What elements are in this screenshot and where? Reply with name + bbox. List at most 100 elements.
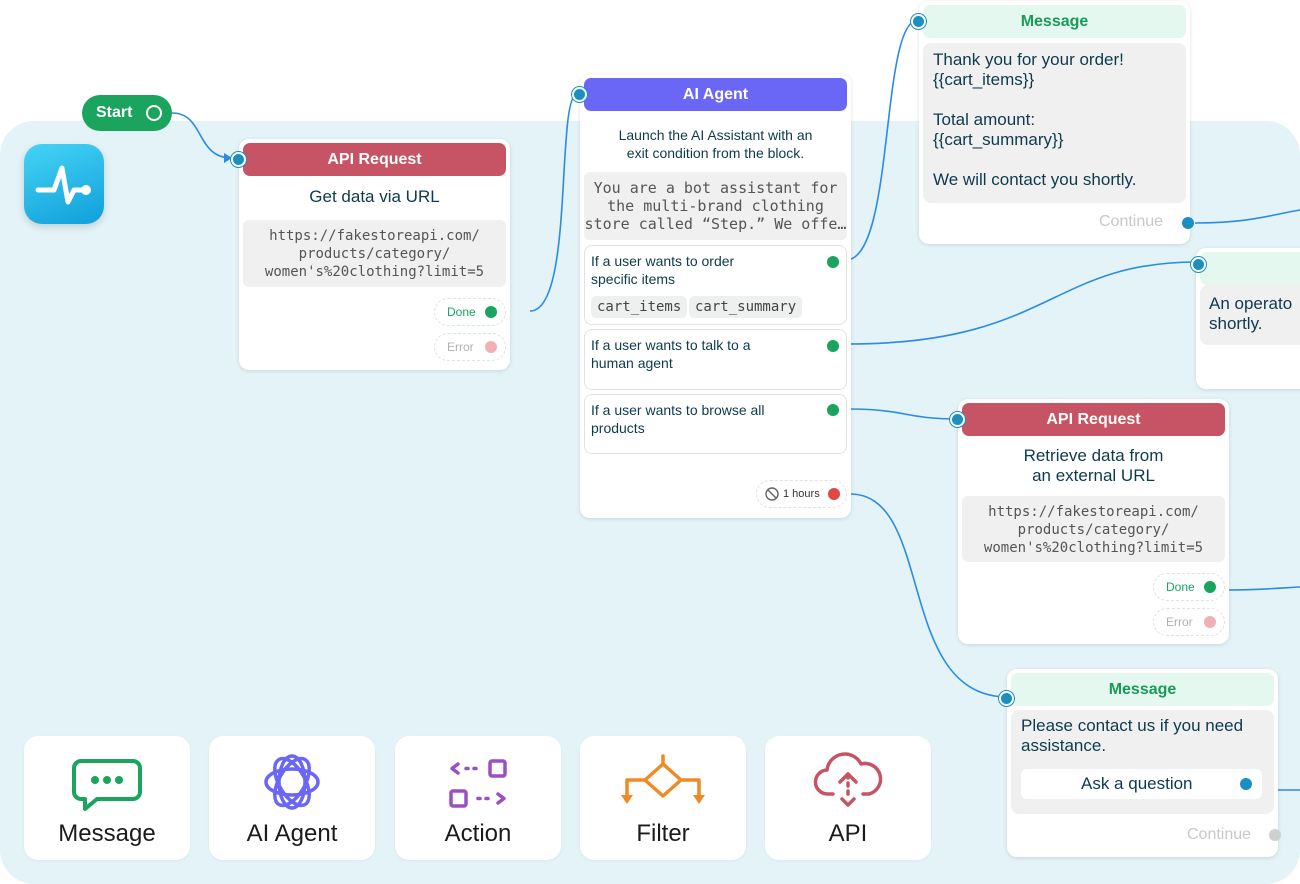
error-port[interactable] [1204,616,1216,628]
condition-browse-products[interactable]: If a user wants to browse all products [584,394,847,454]
message-node-1[interactable]: Message Thank you for your order! {{cart… [911,1,1194,244]
blocked-icon [765,487,779,501]
message-line: shortly. [1209,314,1263,333]
message-node-2[interactable]: Message Please contact us if you need as… [999,669,1281,857]
condition-line: If a user wants to talk to a [591,337,751,353]
url-line: products/category/ [298,246,451,262]
prompt-line: You are a bot assistant for [593,179,838,197]
condition-text: If a user wants to browse all products [591,401,801,437]
url-line: https://fakestoreapi.com/ [988,504,1199,520]
condition-output-port[interactable] [827,340,839,352]
prompt-line: store called “Step.” We offe… [584,215,847,233]
timeout-label: 1 hours [783,488,820,500]
variable-chip: cart_summary [689,296,803,318]
message-line: Please contact us if you need [1021,716,1244,735]
ai-agent-node[interactable]: AI Agent Launch the AI Assistant with an… [572,74,851,518]
url-line: women's%20clothing?limit=5 [983,540,1204,556]
app-logo [24,144,104,224]
message-header: Message [923,5,1186,38]
url-line: https://fakestoreapi.com/ [269,228,480,244]
message-header [1200,252,1300,285]
done-label: Done [447,305,476,319]
input-port[interactable] [231,152,246,167]
message-node-operator[interactable]: An operato shortly. [1191,248,1300,389]
start-label: Start [96,104,133,121]
condition-output-port[interactable] [827,404,839,416]
palette-ai-agent[interactable]: AI Agent [209,736,375,860]
prompt-field[interactable]: You are a bot assistant for the multi-br… [584,172,847,240]
message-line: An operato [1209,294,1293,313]
done-port[interactable] [1204,581,1216,593]
node-title: Get data via URL [309,187,440,206]
condition-human-agent[interactable]: If a user wants to talk to a human agent [584,329,847,390]
error-port[interactable] [485,341,497,353]
input-port[interactable] [572,87,587,102]
condition-order-items[interactable]: If a user wants to order specific items … [584,245,847,325]
input-port[interactable] [950,412,965,427]
button-label: Ask a question [1081,774,1193,793]
node-title: Retrieve data from an external URL [958,446,1229,486]
continue-port[interactable] [1182,217,1194,229]
message-line: {{cart_items}} [933,70,1035,89]
url-field[interactable]: https://fakestoreapi.com/ products/categ… [243,220,506,287]
api-request-header: API Request [243,143,506,176]
action-icon [449,759,507,808]
condition-line: human agent [591,355,673,371]
palette-label: Message [58,820,156,847]
api-request-header: API Request [962,403,1225,436]
condition-text: If a user wants to talk to a human agent [591,336,801,372]
api-request-node-1[interactable]: API Request Get data via URL https://fak… [231,139,510,370]
input-port[interactable] [999,691,1014,706]
palette-label: API [828,820,868,847]
timeout-port[interactable] [828,488,840,500]
ai-agent-header: AI Agent [584,78,847,111]
condition-line: If a user wants to browse all [591,402,765,418]
condition-output-port[interactable] [827,256,839,268]
message-line: Total amount: [933,110,1036,129]
palette-message[interactable]: Message [24,736,190,860]
atom-icon [264,754,320,810]
palette-api[interactable]: API [765,736,931,860]
continue-port[interactable] [1269,829,1281,841]
input-port[interactable] [911,14,926,29]
error-output[interactable]: Error [1153,608,1225,636]
message-line: We will contact you shortly. [933,170,1137,189]
palette-filter[interactable]: Filter [580,736,746,860]
palette-label: Action [444,820,512,847]
condition-line: If a user wants to order [591,253,735,269]
ask-question-button[interactable]: Ask a question [1021,769,1262,799]
message-line [933,150,1176,170]
url-line: products/category/ [1017,522,1170,538]
filter-branch-icon [621,754,705,804]
node-description: Launch the AI Assistant with an exit con… [580,126,851,162]
continue-label: Continue [1099,213,1164,230]
timeout-output[interactable]: 1 hours [756,480,847,508]
palette-label: Filter [636,820,690,847]
url-line: women's%20clothing?limit=5 [264,264,485,280]
pulse-icon [35,165,91,205]
message-text: An operato shortly. [1200,285,1300,345]
button-output-port[interactable] [1240,778,1252,790]
description-line: Launch the AI Assistant with an [618,127,813,143]
error-output[interactable]: Error [434,333,506,361]
continue-label: Continue [1187,826,1252,843]
done-output[interactable]: Done [434,298,506,326]
palette-action[interactable]: Action [395,736,561,860]
condition-line: specific items [591,271,676,287]
done-port[interactable] [485,306,497,318]
start-output-port[interactable] [146,105,162,121]
url-field[interactable]: https://fakestoreapi.com/ products/categ… [962,496,1225,562]
chat-bubble-icon [72,759,142,811]
prompt-line: the multi-brand clothing [607,197,824,215]
message-header: Message [1011,673,1274,706]
palette-label: AI Agent [246,820,338,847]
api-request-node-2[interactable]: API Request Retrieve data from an extern… [950,399,1229,644]
start-node[interactable]: Start [82,95,172,131]
done-output[interactable]: Done [1153,573,1225,601]
input-port[interactable] [1191,257,1206,272]
cloud-api-icon [813,752,883,807]
description-line: exit condition from the block. [626,145,805,161]
message-line: Thank you for your order! [933,50,1124,69]
condition-text: If a user wants to order specific items [591,252,801,288]
message-line: assistance. [1021,736,1107,755]
